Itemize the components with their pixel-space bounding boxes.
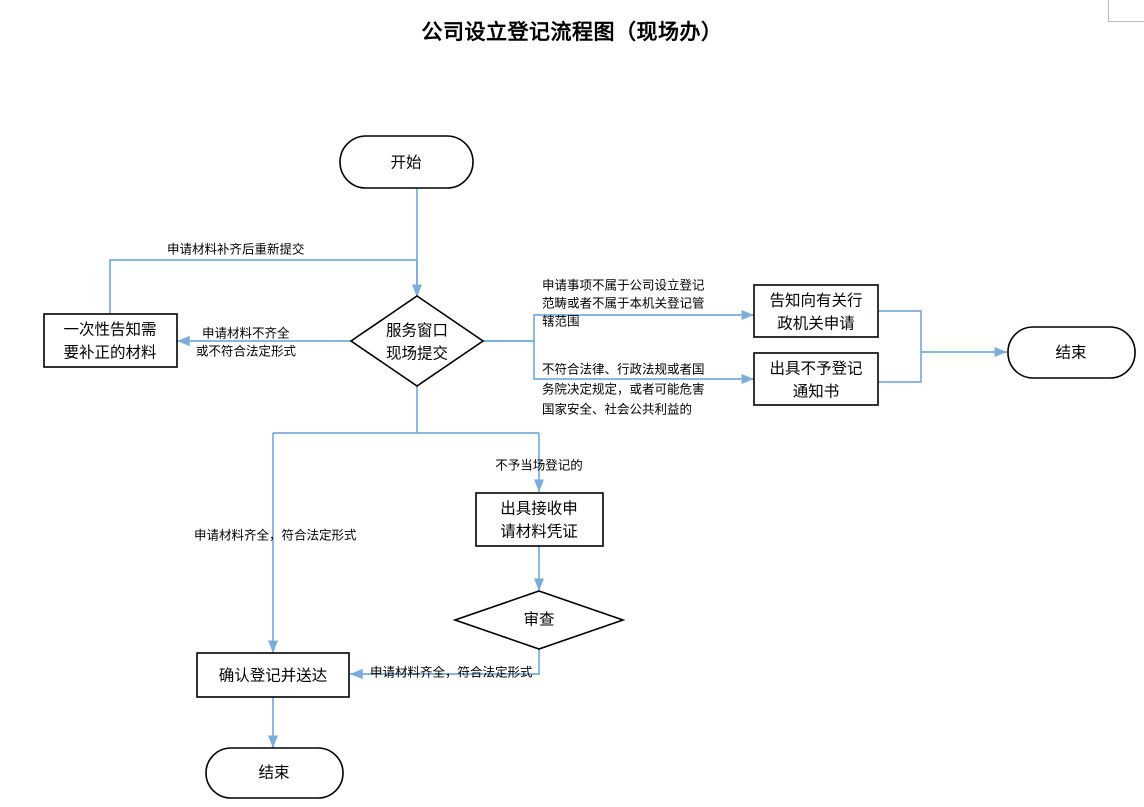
edge-review-to-confirm-register bbox=[350, 649, 540, 680]
edge-label-illegal-line2: 务院决定规定，或者可能危害 bbox=[542, 382, 705, 397]
edge-label-incomplete-line2: 或不符合法定形式 bbox=[196, 344, 297, 359]
node-issue-receipt[interactable]: 出具接收申 请材料凭证 bbox=[475, 492, 604, 547]
edge-label-resubmit: 申请材料补齐后重新提交 bbox=[167, 242, 305, 257]
node-issue-receipt-line2: 请材料凭证 bbox=[500, 523, 578, 541]
node-issue-refusal-line1: 出具不予登记 bbox=[769, 360, 862, 378]
page-title: 公司设立登记流程图（现场办） bbox=[421, 19, 723, 44]
node-issue-receipt-line1: 出具接收申 bbox=[500, 500, 578, 518]
node-submit-decision[interactable]: 服务窗口 现场提交 bbox=[349, 295, 485, 387]
node-confirm-register[interactable]: 确认登记并送达 bbox=[196, 652, 350, 698]
node-start-label: 开始 bbox=[390, 154, 422, 172]
node-notify-other-line1: 告知向有关行 bbox=[769, 292, 862, 310]
edge-issue-refusal-to-merge bbox=[878, 352, 922, 383]
edge-label-incomplete-line1: 申请材料不齐全 bbox=[202, 326, 290, 341]
corner-crop-mark bbox=[1108, 0, 1144, 22]
node-review-label: 审查 bbox=[523, 611, 554, 629]
node-end-bottom[interactable]: 结束 bbox=[205, 747, 344, 799]
edge-notify-correct-to-submit bbox=[109, 259, 423, 314]
node-end-bottom-label: 结束 bbox=[258, 764, 289, 782]
edge-label-not-onsite: 不予当场登记的 bbox=[495, 458, 583, 473]
node-notify-correct-line2: 要补正的材料 bbox=[63, 344, 156, 362]
node-review-decision[interactable]: 审查 bbox=[452, 590, 626, 650]
edge-label-illegal-line1: 不符合法律、行政法规或者国 bbox=[542, 362, 705, 377]
edge-label-complete-review: 申请材料齐全，符合法定形式 bbox=[370, 665, 533, 680]
edge-label-illegal-line3: 国家安全、社会公共利益的 bbox=[542, 402, 692, 417]
edge-label-out-of-scope-line2: 范畴或者不属于本机关登记管 bbox=[542, 296, 705, 311]
node-notify-correct-line1: 一次性告知需 bbox=[63, 321, 156, 339]
edge-submit-to-issue-refusal bbox=[483, 340, 754, 385]
edge-label-out-of-scope-line3: 辖范围 bbox=[542, 314, 580, 329]
node-end-right-label: 结束 bbox=[1055, 344, 1086, 362]
node-notify-other-agency[interactable]: 告知向有关行 政机关申请 bbox=[753, 284, 879, 338]
node-start[interactable]: 开始 bbox=[339, 135, 474, 189]
node-issue-refusal[interactable]: 出具不予登记 通知书 bbox=[753, 352, 879, 406]
node-submit-label-line1: 服务窗口 bbox=[386, 322, 448, 340]
edge-notify-other-to-merge bbox=[878, 310, 922, 352]
node-end-right[interactable]: 结束 bbox=[1007, 326, 1136, 379]
node-issue-refusal-line2: 通知书 bbox=[793, 383, 840, 401]
node-submit-label-line2: 现场提交 bbox=[386, 345, 448, 363]
edge-label-out-of-scope-line1: 申请事项不属于公司设立登记 bbox=[542, 278, 705, 293]
edge-label-complete-left: 申请材料齐全，符合法定形式 bbox=[194, 528, 357, 543]
edge-submit-to-notify-other bbox=[483, 309, 754, 342]
node-notify-other-line2: 政机关申请 bbox=[777, 315, 855, 333]
node-confirm-register-label: 确认登记并送达 bbox=[219, 667, 328, 685]
node-notify-correct[interactable]: 一次性告知需 要补正的材料 bbox=[43, 313, 178, 368]
